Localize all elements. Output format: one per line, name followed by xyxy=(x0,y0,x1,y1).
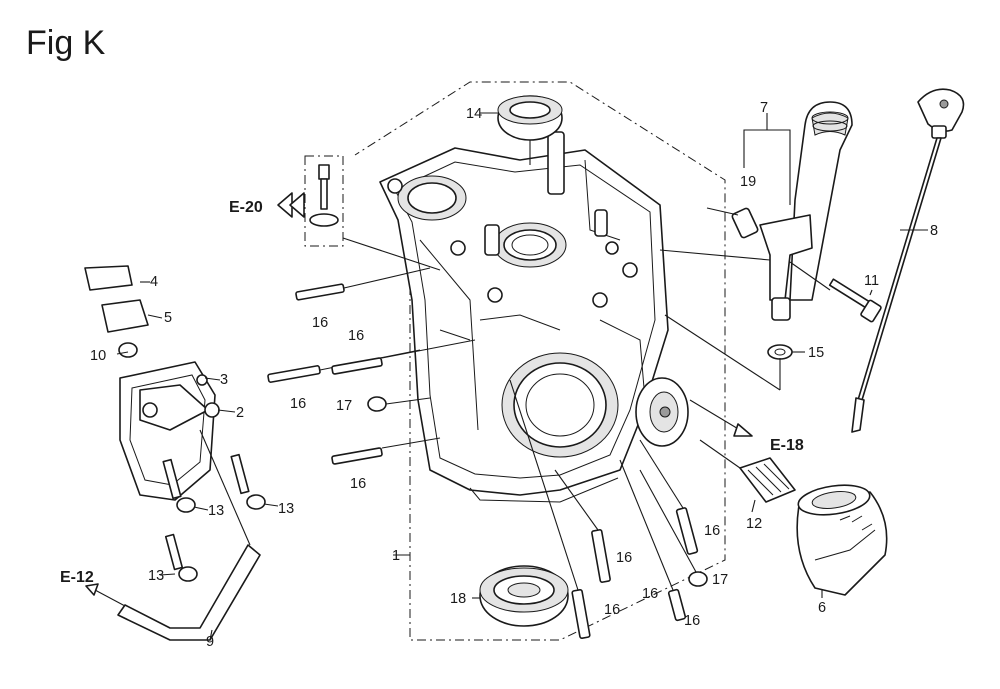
assembly-boundary xyxy=(354,81,726,641)
callout-13c: 13 xyxy=(148,568,164,584)
callout-12: 12 xyxy=(746,516,762,532)
callout-7: 7 xyxy=(760,100,768,116)
callout-16d: 16 xyxy=(350,476,366,492)
callout-10: 10 xyxy=(90,348,106,364)
ref-e20: E-20 xyxy=(229,199,263,216)
dowel-pins xyxy=(367,396,708,587)
callout-1: 1 xyxy=(392,548,400,564)
callout-13a: 13 xyxy=(208,503,224,519)
callout-15: 15 xyxy=(808,345,824,361)
callout-8: 8 xyxy=(930,223,938,239)
callout-17a: 17 xyxy=(336,398,352,414)
callout-6: 6 xyxy=(818,600,826,616)
callout-16g: 16 xyxy=(642,586,658,602)
oil-seal xyxy=(480,95,563,165)
callout-14: 14 xyxy=(466,106,482,122)
studs xyxy=(267,267,699,639)
callout-13b: 13 xyxy=(278,501,294,517)
callout-2: 2 xyxy=(236,405,244,421)
crankcase xyxy=(379,131,689,503)
callout-16a: 16 xyxy=(312,315,328,331)
e18-pointer xyxy=(689,399,753,437)
callout-19: 19 xyxy=(740,174,756,190)
ref-e12: E-12 xyxy=(60,569,94,586)
callout-4: 4 xyxy=(150,274,158,290)
callout-17b: 17 xyxy=(712,572,728,588)
callout-11: 11 xyxy=(864,273,879,289)
dipstick xyxy=(851,88,965,433)
breather-cover-group xyxy=(84,265,279,641)
callout-16h: 16 xyxy=(604,602,620,618)
e20-detail-box xyxy=(277,155,441,271)
filter-fitting xyxy=(699,439,796,513)
figure-title: Fig K xyxy=(26,24,106,62)
callout-16i: 16 xyxy=(684,613,700,629)
callout-16e: 16 xyxy=(704,523,720,539)
bearing xyxy=(472,565,569,627)
callout-9: 9 xyxy=(206,634,214,650)
ref-e18: E-18 xyxy=(770,437,804,454)
oil-filter xyxy=(796,484,888,598)
callout-3: 3 xyxy=(220,372,228,388)
callout-16c: 16 xyxy=(290,396,306,412)
callout-16b: 16 xyxy=(348,328,364,344)
callout-5: 5 xyxy=(164,310,172,326)
callout-16f: 16 xyxy=(616,550,632,566)
callout-18: 18 xyxy=(450,591,466,607)
oil-filler-group xyxy=(659,101,882,391)
